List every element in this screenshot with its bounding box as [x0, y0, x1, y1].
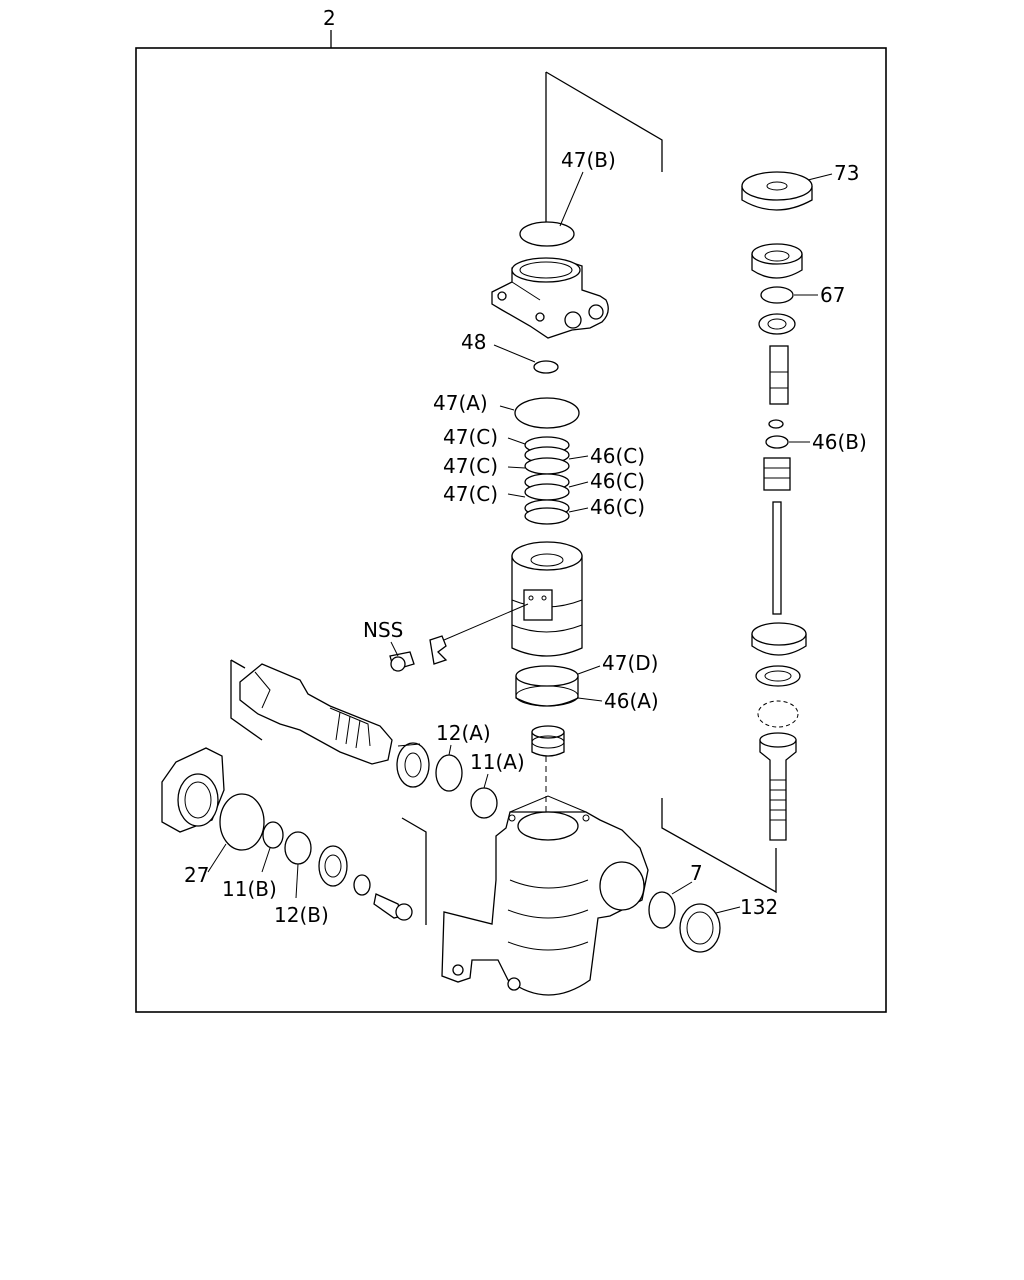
part-7-seal — [648, 891, 676, 929]
part-132-seal — [679, 903, 721, 953]
part-46B-ring — [765, 435, 789, 449]
part-valve-housing — [491, 257, 609, 339]
part-11B-ring — [262, 821, 284, 849]
part-27-oring — [219, 793, 265, 851]
label-7: 7 — [690, 861, 703, 885]
part-seal-ring-stack — [524, 436, 570, 525]
part-labels: 47(B) 73 67 48 47(A) 47(C) 47(C) 47(C) 4… — [184, 148, 867, 927]
label-12A: 12(A) — [436, 721, 491, 745]
label-47D: 47(D) — [602, 651, 658, 675]
label-46A: 46(A) — [604, 689, 659, 713]
part-NSS-bolt — [389, 603, 529, 672]
label-12B: 12(B) — [274, 903, 329, 927]
part-adjust-nut — [353, 874, 371, 896]
part-upper-bearing — [758, 313, 796, 335]
label-47C-3: 47(C) — [443, 482, 498, 506]
group-bracket-top — [545, 71, 663, 222]
part-guide-bushing — [531, 725, 565, 757]
part-side-cover — [161, 747, 225, 833]
label-47A: 47(A) — [433, 391, 488, 415]
part-input-shaft — [769, 345, 789, 405]
part-73-dust-cover — [741, 171, 813, 211]
label-47C-1: 47(C) — [443, 425, 498, 449]
label-47B: 47(B) — [561, 148, 616, 172]
part-valve-spool — [763, 457, 791, 491]
label-47C-2: 47(C) — [443, 454, 498, 478]
part-67-seal — [760, 286, 794, 304]
leader-lines — [207, 171, 833, 914]
group-bracket-left — [230, 659, 427, 925]
label-11B: 11(B) — [222, 877, 277, 901]
label-48: 48 — [461, 330, 486, 354]
label-46C-1: 46(C) — [590, 444, 645, 468]
label-67: 67 — [820, 283, 845, 307]
label-46C-2: 46(C) — [590, 469, 645, 493]
part-ball-ring — [757, 700, 799, 728]
label-assembly: 2 — [323, 6, 336, 30]
part-adjust-screw — [373, 893, 413, 921]
part-bearing-12A — [396, 742, 430, 788]
group-bracket-bottom-right — [661, 798, 777, 894]
label-NSS: NSS — [363, 618, 403, 642]
part-torsion-bar — [772, 501, 782, 615]
part-48-oring — [533, 360, 559, 374]
part-piston — [511, 541, 583, 657]
part-47D-46A-ring — [515, 665, 579, 707]
label-132: 132 — [740, 895, 778, 919]
label-27: 27 — [184, 863, 209, 887]
label-11A: 11(A) — [470, 750, 525, 774]
part-sector-shaft — [239, 663, 393, 765]
part-gear-housing — [441, 795, 649, 996]
label-73: 73 — [834, 161, 859, 185]
part-thrust-bearing — [755, 665, 801, 687]
part-46B-ring-small — [768, 419, 784, 429]
part-worm-shaft — [759, 732, 797, 841]
label-46C-3: 46(C) — [590, 495, 645, 519]
part-bearing-12B — [318, 845, 348, 887]
part-47A-oring — [514, 397, 580, 429]
part-11A-ring — [470, 787, 498, 819]
label-46B: 46(B) — [812, 430, 867, 454]
part-12A-seal — [435, 754, 463, 792]
part-47B-oring — [519, 221, 575, 247]
part-lower-race — [751, 622, 807, 656]
part-adjust-plug — [751, 243, 803, 279]
assembly-frame — [135, 30, 887, 1013]
part-12B-seal — [284, 831, 312, 865]
